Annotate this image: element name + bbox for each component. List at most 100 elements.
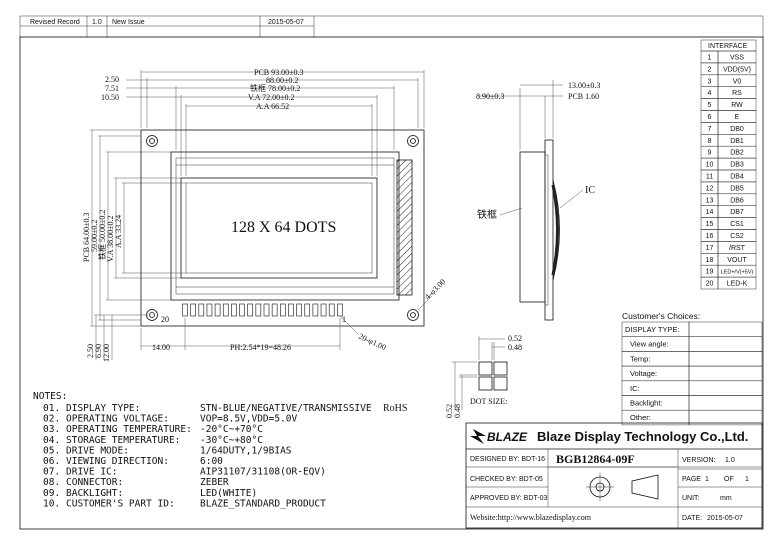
interface-pin-name: DB2	[730, 150, 744, 157]
bezel-width-a-dim: 88.00±0.2	[266, 76, 298, 85]
interface-pin-number: 6	[708, 114, 712, 121]
bezel-width-b-dim: 铁框 78.00±0.2	[250, 83, 300, 93]
note-label: OPERATING TEMPERATURE:	[66, 424, 192, 435]
note-value: ZEBER	[200, 477, 229, 488]
note-number: 03.	[43, 424, 60, 435]
interface-title: INTERFACE	[708, 43, 748, 50]
svg-text:BLAZE: BLAZE	[487, 430, 528, 444]
connector-pin	[279, 303, 286, 317]
note-label: OPERATING VOLTAGE:	[66, 414, 169, 425]
projection-symbol-icon	[586, 473, 659, 501]
interface-pin-number: 4	[708, 90, 712, 97]
note-value: VOP=8.5V,VDD=5.0V	[200, 414, 298, 425]
interface-pin-name: DB3	[730, 162, 744, 169]
aa-height-dim: A.A 33.24	[114, 215, 123, 248]
interface-pin-name: VDD(5V)	[723, 66, 751, 73]
note-label: DRIVE MODE:	[66, 445, 129, 456]
interface-pin-name: V0	[733, 78, 742, 85]
connector-pin	[337, 303, 343, 317]
pin20-label: 20	[161, 315, 169, 324]
company-name: Blaze Display Technology Co.,Ltd.	[537, 429, 748, 444]
note-number: 05.	[43, 445, 60, 456]
choice-row-label: Backlight:	[630, 399, 663, 408]
note-label: DRIVE IC:	[66, 467, 117, 478]
interface-pin-number: 18	[706, 257, 714, 264]
connector-pin	[304, 303, 311, 317]
display-text: 128 X 64 DOTS	[231, 219, 336, 236]
bottom-a-dim: 2.50	[86, 344, 95, 358]
aa-width-dim: A.A 66.52	[256, 102, 289, 111]
dot-height-a: 0.52	[445, 404, 454, 418]
connector-pin	[190, 303, 196, 317]
note-value: LED(WHITE)	[200, 488, 257, 499]
interface-pin-name: CS2	[730, 233, 744, 240]
ic-label: IC	[585, 185, 595, 196]
note-label: STORAGE TEMPERATURE:	[66, 435, 180, 446]
connector-pin	[247, 303, 253, 317]
led-backlight-strip	[396, 159, 413, 296]
dot-size-label: DOT SIZE:	[470, 397, 507, 406]
left-offset-dim: 14.00	[152, 343, 170, 352]
title-block: BLAZE Blaze Display Technology Co.,Ltd. …	[465, 422, 763, 529]
connector-pin	[312, 303, 319, 317]
connector-pin	[296, 303, 302, 317]
revision-description: New Issue	[112, 19, 145, 26]
note-value: 6:00	[200, 456, 223, 467]
offset-c-dim: 10.50	[101, 93, 119, 102]
interface-pin-number: 5	[708, 102, 712, 109]
note-label: DISPLAY TYPE:	[66, 403, 140, 414]
connector-pin	[263, 303, 270, 317]
interface-pin-name: VOUT	[727, 257, 747, 264]
connector-pin	[320, 303, 327, 317]
interface-pin-name: RS	[732, 90, 742, 97]
interface-pin-number: 17	[706, 245, 714, 252]
viewing-area	[180, 177, 378, 279]
height-b-dim: 59.00±0.2	[90, 220, 99, 252]
interface-pin-number: 10	[706, 162, 714, 169]
notes-title: NOTES:	[33, 391, 67, 402]
va-width-dim: V.A 72.00±0.2	[248, 93, 294, 102]
designed-by: DESIGNED BY: BDT-16	[470, 456, 545, 463]
choice-row-label: Voltage:	[630, 369, 657, 378]
revision-date: 2015-05-07	[268, 19, 304, 26]
date-label: DATE:	[682, 515, 702, 522]
interface-pin-name: DB6	[730, 197, 744, 204]
connector-pin	[239, 303, 245, 317]
interface-pin-name: VSS	[730, 55, 744, 62]
date-value: 2015-05-07	[707, 515, 743, 522]
choices-title: Customer's Choices:	[622, 311, 700, 321]
pcb-outline	[140, 129, 425, 327]
note-number: 08.	[43, 477, 60, 488]
website: Website:http://www.blazedisplay.com	[470, 513, 592, 522]
connector-pins	[182, 303, 343, 317]
checked-by: CHECKED BY: BDT-05	[470, 476, 543, 483]
note-value: 1/64DUTY,1/9BIAS	[200, 445, 292, 456]
interface-pin-number: 11	[706, 174, 713, 181]
side-total-dim: 13.00±0.3	[568, 81, 600, 90]
note-value: -30°C~+80°C	[200, 435, 263, 446]
offset-b-dim: 7.51	[105, 84, 119, 93]
revision-version: 1.0	[92, 19, 102, 26]
dot-width-b: 0.48	[508, 343, 522, 352]
dot-width-a: 0.52	[508, 334, 522, 343]
interface-pin-name: DB7	[730, 209, 744, 216]
note-label: CONNECTOR:	[66, 477, 123, 488]
customer-choices: Customer's Choices: DISPLAY TYPE:View an…	[621, 311, 763, 426]
note-value: AIP31107/31108(OR-EQV)	[200, 467, 326, 478]
unit-label: UNIT:	[682, 495, 700, 502]
interface-pin-name: DB1	[730, 138, 744, 145]
note-number: 06.	[43, 456, 60, 467]
interface-pin-number: 16	[706, 233, 714, 240]
choice-row-label: View angle:	[630, 340, 669, 349]
side-view: 13.00±0.3 PCB 1.60 8.90±0.3 铁框 IC	[476, 80, 600, 321]
interface-pin-number: 14	[706, 209, 714, 216]
pin1-label: 1	[342, 315, 346, 324]
connector-pin	[214, 303, 221, 317]
page-value: 1	[705, 476, 709, 483]
connector-pin	[288, 303, 294, 317]
interface-pin-number: 8	[708, 138, 712, 145]
connector-pin	[222, 303, 229, 317]
interface-pin-number: 12	[706, 185, 714, 192]
